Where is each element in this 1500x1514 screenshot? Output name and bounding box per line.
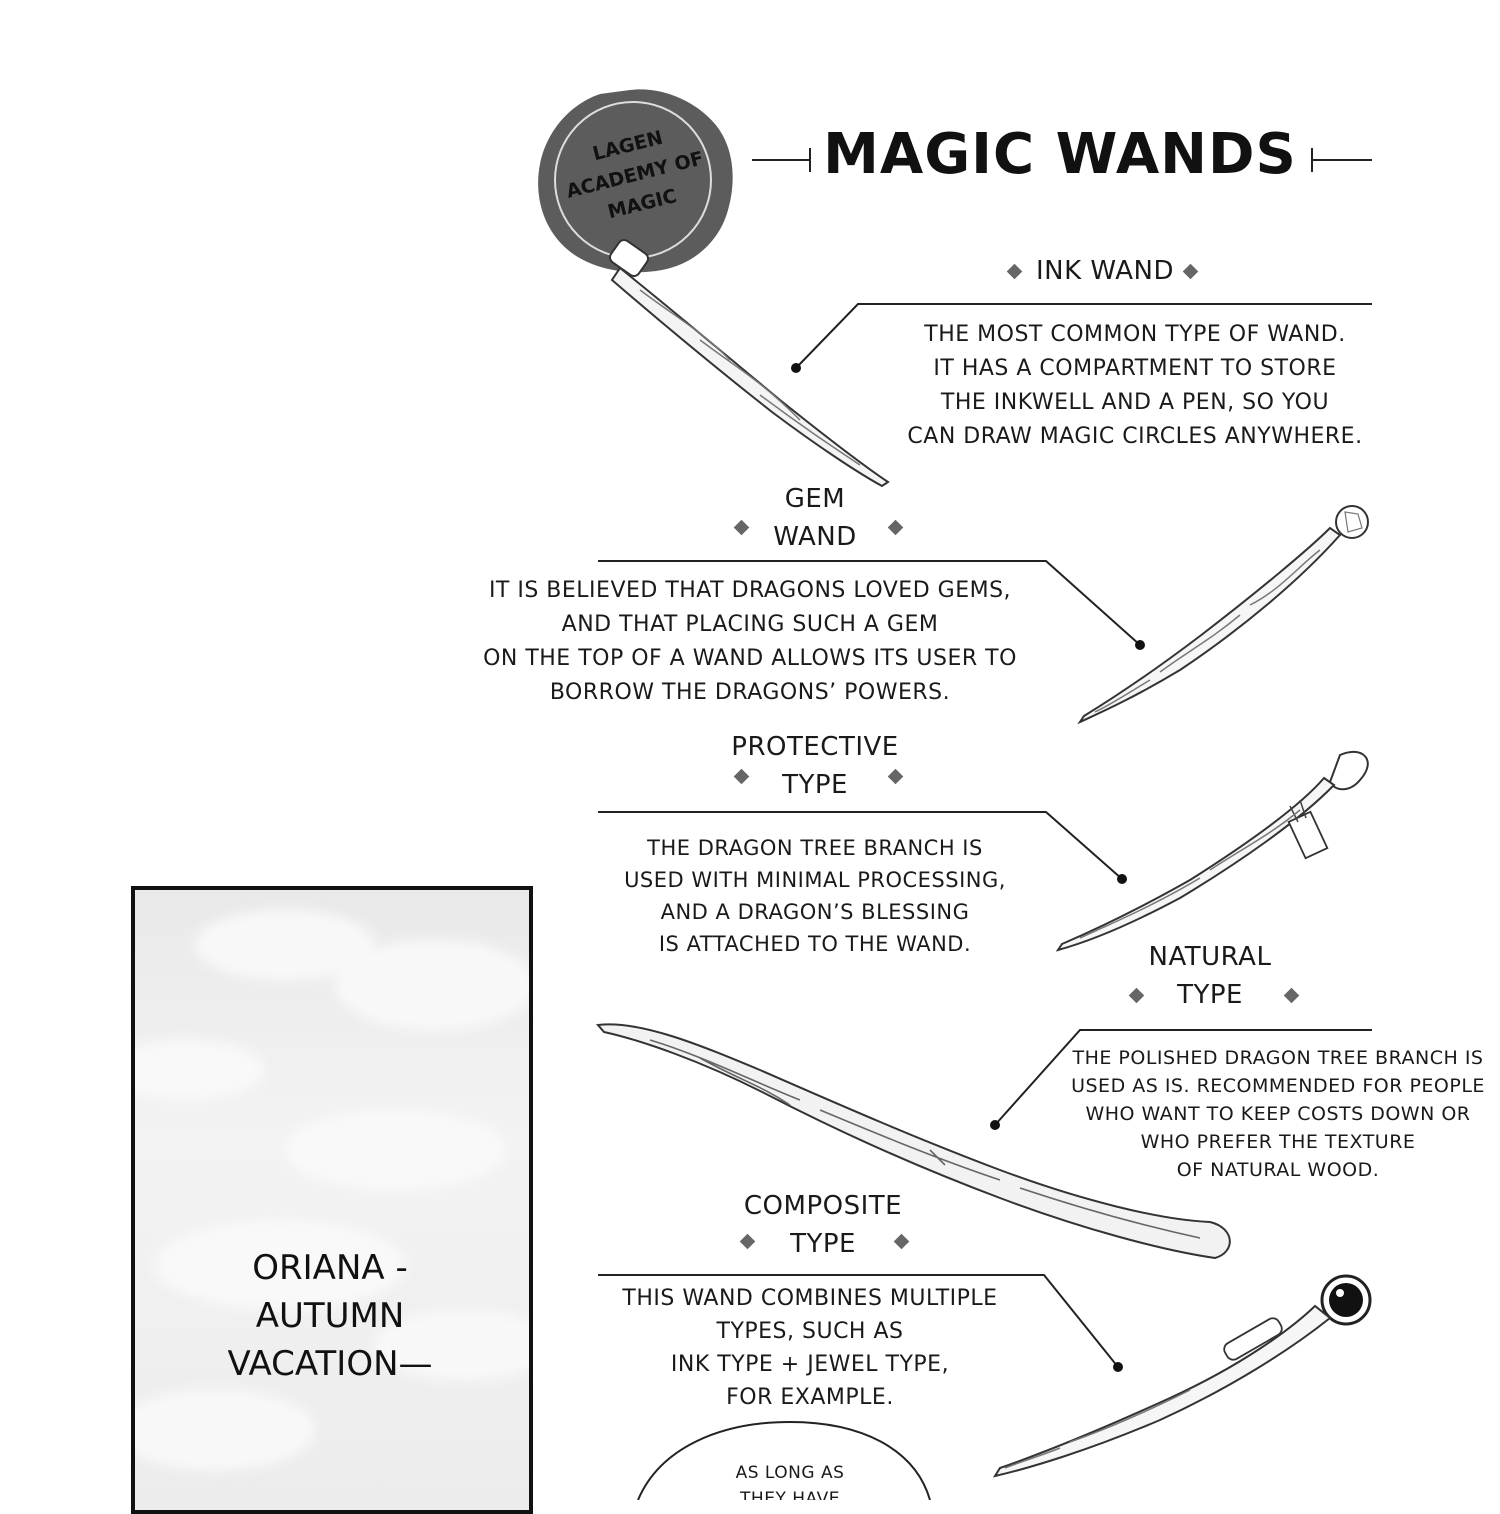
natural-type-line: WHO WANT TO KEEP COSTS DOWN OR [1085, 1103, 1471, 1125]
natural-type-heading-line: TYPE [1177, 980, 1243, 1010]
natural-wand-drawing [596, 1023, 1231, 1260]
title-bracket-right [1311, 148, 1372, 172]
composite-type-line: THIS WAND COMBINES MULTIPLE [622, 1286, 998, 1311]
speech-bubble [637, 1420, 931, 1500]
panel-caption-line: AUTUMN [255, 1296, 405, 1336]
gem-wand-line: AND THAT PLACING SUCH A GEM [561, 612, 939, 637]
protective-type-line: IS ATTACHED TO THE WAND. [658, 932, 972, 956]
protective-type-heading-line: TYPE [782, 770, 848, 800]
ink-wand-drawing [608, 238, 890, 488]
panel-caption: ORIANA - AUTUMN VACATION— [195, 1244, 465, 1388]
protective-type-description: THE DRAGON TREE BRANCH IS USED WITH MINI… [600, 832, 1030, 960]
gem-wand-heading-line: WAND [773, 522, 857, 552]
ink-wand-description: THE MOST COMMON TYPE OF WAND. IT HAS A C… [880, 318, 1390, 454]
natural-type-line: USED AS IS. RECOMMENDED FOR PEOPLE [1071, 1075, 1485, 1097]
composite-type-heading-line: TYPE [790, 1229, 856, 1259]
gem-wand-line: BORROW THE DRAGONS’ POWERS. [549, 680, 951, 705]
natural-type-line: WHO PREFER THE TEXTURE [1140, 1131, 1416, 1153]
page-title: MAGIC WANDS [823, 122, 1297, 187]
gem-wand-line: ON THE TOP OF A WAND ALLOWS ITS USER TO [483, 646, 1017, 671]
protective-type-line: USED WITH MINIMAL PROCESSING, [624, 868, 1006, 892]
cloud [135, 1390, 315, 1470]
ink-wand-heading: INK WAND [1036, 256, 1174, 286]
composite-type-heading: COMPOSITE TYPE [725, 1187, 921, 1263]
protective-type-line: THE DRAGON TREE BRANCH IS [647, 836, 983, 860]
natural-type-heading: NATURAL TYPE [1130, 938, 1290, 1014]
cloud [135, 1040, 265, 1100]
ink-wand-line: THE INKWELL AND A PEN, SO YOU [940, 390, 1330, 415]
ink-wand-line: CAN DRAW MAGIC CIRCLES ANYWHERE. [907, 424, 1363, 449]
composite-type-heading-line: COMPOSITE [743, 1191, 903, 1221]
composite-type-description: THIS WAND COMBINES MULTIPLE TYPES, SUCH … [590, 1282, 1030, 1414]
sky-panel: ORIANA - AUTUMN VACATION— [131, 886, 533, 1514]
protective-type-heading: PROTECTIVE TYPE [712, 728, 918, 804]
cloud [155, 1220, 405, 1310]
gem-wand-drawing [1077, 505, 1369, 725]
composite-type-line: INK TYPE + JEWEL TYPE, [670, 1352, 950, 1377]
composite-type-line: FOR EXAMPLE. [726, 1385, 894, 1410]
leader-lines [598, 303, 1372, 1368]
cloud [335, 940, 529, 1030]
natural-type-description: THE POLISHED DRAGON TREE BRANCH IS USED … [1060, 1044, 1496, 1184]
natural-type-line: THE POLISHED DRAGON TREE BRANCH IS [1072, 1047, 1484, 1069]
panel-caption-line: VACATION— [227, 1344, 433, 1384]
speech-bubble-text: AS LONG AS THEY HAVE [690, 1460, 890, 1500]
natural-type-heading-line: NATURAL [1148, 942, 1272, 972]
protective-wand-drawing [1055, 750, 1369, 952]
speech-bubble-line: AS LONG AS [735, 1463, 845, 1483]
ink-wand-line: THE MOST COMMON TYPE OF WAND. [924, 322, 1346, 347]
gem-wand-heading: GEM WAND [745, 480, 885, 556]
title-bracket-left [752, 148, 811, 172]
composite-wand-drawing [992, 1274, 1372, 1478]
speech-bubble-line: THEY HAVE [740, 1489, 840, 1500]
cloud [375, 1310, 529, 1380]
panel-caption-line: ORIANA - [252, 1248, 408, 1288]
protective-type-line: AND A DRAGON’S BLESSING [660, 900, 970, 924]
gem-wand-description: IT IS BELIEVED THAT DRAGONS LOVED GEMS, … [440, 574, 1060, 710]
leader-dots [791, 363, 1145, 1372]
gem-wand-line: IT IS BELIEVED THAT DRAGONS LOVED GEMS, [488, 578, 1012, 603]
protective-type-heading-line: PROTECTIVE [731, 732, 899, 762]
ink-wand-line: IT HAS A COMPARTMENT TO STORE [933, 356, 1337, 381]
natural-type-line: OF NATURAL WOOD. [1176, 1159, 1380, 1181]
composite-type-line: TYPES, SUCH AS [716, 1319, 904, 1344]
gem-wand-heading-line: GEM [784, 484, 846, 514]
cloud [285, 1110, 505, 1190]
